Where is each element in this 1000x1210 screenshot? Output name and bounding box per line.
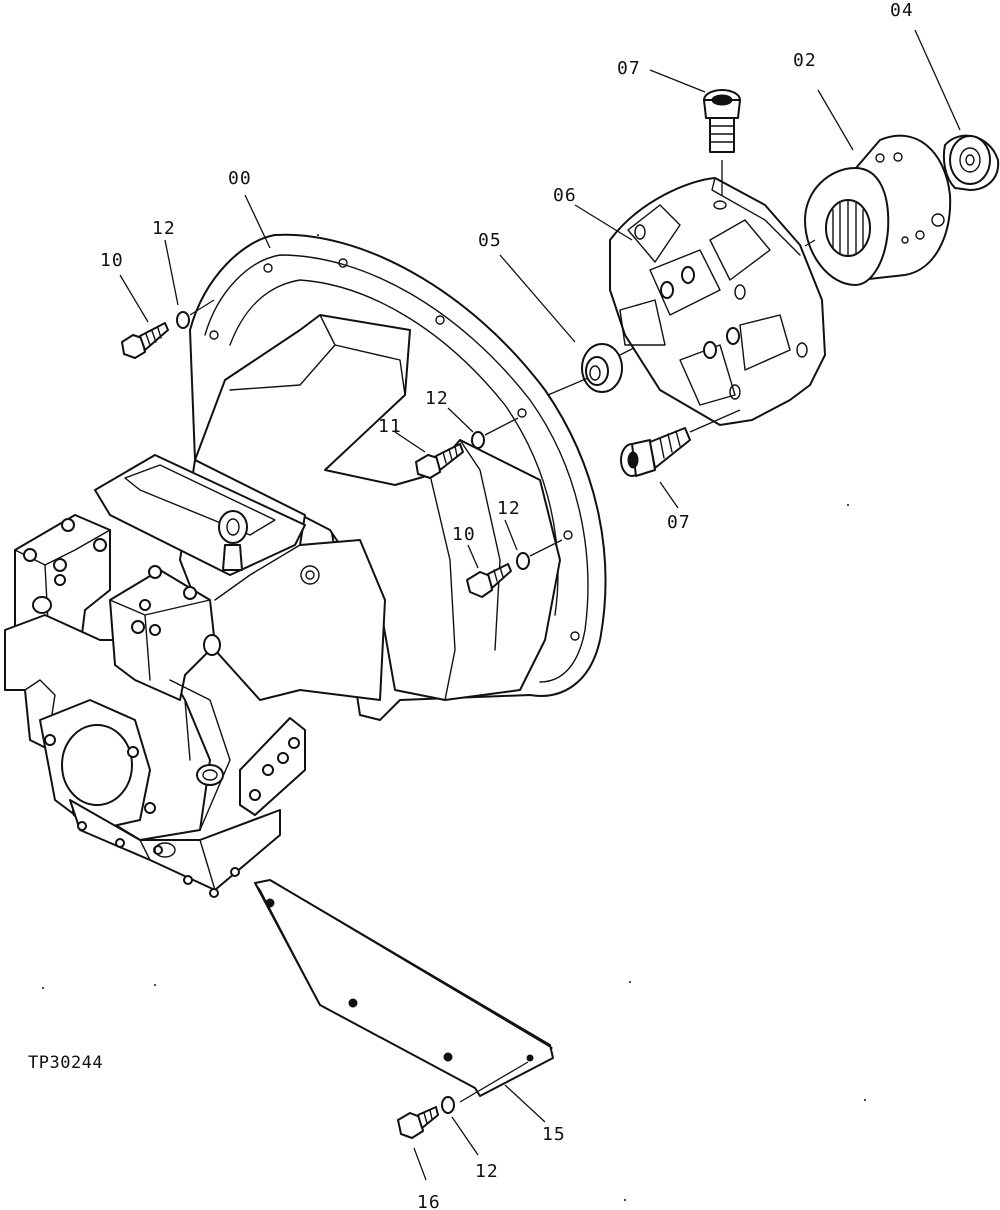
ring-04: [914, 29, 1000, 191]
washer-12-bottom: [441, 1096, 479, 1156]
bolt-10-upper: [121, 322, 169, 359]
callout-06: 06: [553, 185, 577, 206]
callout-15: 15: [542, 1124, 566, 1145]
bracket-15: [254, 879, 554, 1123]
figure-reference: TP30244: [28, 1053, 103, 1073]
callout-12-middle: 12: [425, 388, 449, 409]
callout-05: 05: [478, 230, 502, 251]
callout-00: 00: [228, 168, 252, 189]
callout-16: 16: [417, 1192, 441, 1210]
hub-02: [804, 89, 952, 286]
coupling-06: [574, 177, 826, 426]
callout-12-bottom: 12: [475, 1161, 499, 1182]
callout-12-upper: 12: [152, 218, 176, 239]
pump-housing: [4, 233, 607, 898]
callout-07-bottom: 07: [667, 512, 691, 533]
callout-12-right: 12: [497, 498, 521, 519]
scan-specks: [42, 234, 866, 1201]
washer-12-upper: [176, 299, 215, 329]
flange-bolt-holes: [209, 258, 580, 641]
washer-12-right: [516, 539, 563, 570]
bolt-16: [397, 1106, 439, 1181]
callout-10-upper: 10: [100, 250, 124, 271]
callout-07-top: 07: [617, 58, 641, 79]
lifting-eye: [218, 510, 248, 571]
callout-02: 02: [793, 50, 817, 71]
callout-labels: 00 02 04 05 06 07 07 10 10 11 12 12 12 1…: [28, 0, 914, 1210]
washer-12-middle: [471, 417, 519, 449]
bolt-11: [415, 443, 464, 479]
screw-07-bottom: [620, 409, 741, 509]
callout-11: 11: [378, 416, 402, 437]
screw-07-top: [649, 69, 741, 195]
bolt-10-lower: [466, 563, 512, 598]
callout-04: 04: [890, 0, 914, 21]
callout-10-lower: 10: [452, 524, 476, 545]
main-port-flange: [39, 699, 156, 831]
